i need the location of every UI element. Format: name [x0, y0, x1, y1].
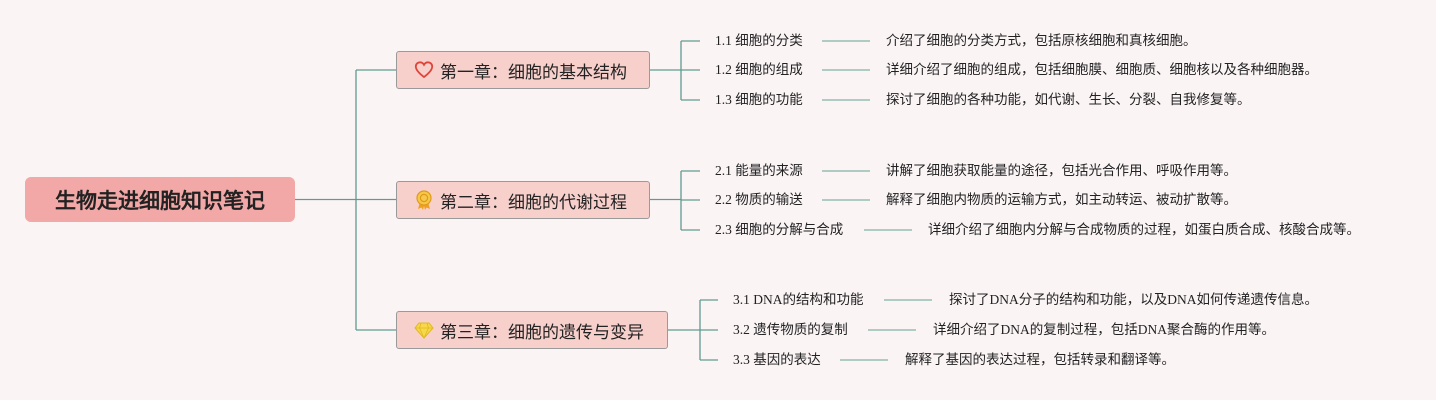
- chapter-title-1: 第一章：细胞的基本结构: [440, 62, 627, 83]
- section-desc-3-2: 详细介绍了DNA的复制过程，包括DNA聚合酶的作用等。: [933, 322, 1275, 337]
- section-desc-1-2: 详细介绍了细胞的组成，包括细胞膜、细胞质、细胞核以及各种细胞器。: [886, 62, 1318, 77]
- section-desc-3-1: 探讨了DNA分子的结构和功能，以及DNA如何传递遗传信息。: [949, 292, 1318, 307]
- section-title-2-3[interactable]: 2.3 细胞的分解与合成: [715, 222, 844, 237]
- section-title-2-2[interactable]: 2.2 物质的输送: [715, 192, 803, 207]
- connector-ch1-branches: [681, 40, 700, 101]
- section-desc-1-1: 介绍了细胞的分类方式，包括原核细胞和真核细胞。: [886, 33, 1197, 48]
- section-title-1-1[interactable]: 1.1 细胞的分类: [715, 33, 803, 48]
- section-title-3-3[interactable]: 3.3 基因的表达: [733, 352, 821, 367]
- medal-icon: [414, 190, 434, 210]
- section-desc-2-3: 详细介绍了细胞内分解与合成物质的过程，如蛋白质合成、核酸合成等。: [928, 222, 1360, 237]
- diamond-icon: [414, 320, 434, 340]
- section-desc-3-3: 解释了基因的表达过程，包括转录和翻译等。: [905, 352, 1175, 367]
- section-desc-2-2: 解释了细胞内物质的运输方式，如主动转运、被动扩散等。: [886, 192, 1237, 207]
- chapter-node-1[interactable]: 第一章：细胞的基本结构: [396, 51, 650, 89]
- section-desc-2-1: 讲解了细胞获取能量的途径，包括光合作用、呼吸作用等。: [886, 163, 1237, 178]
- section-title-1-3[interactable]: 1.3 细胞的功能: [715, 92, 803, 107]
- root-node[interactable]: 生物走进细胞知识笔记: [25, 177, 295, 222]
- section-title-2-1[interactable]: 2.1 能量的来源: [715, 163, 803, 178]
- heart-icon: [414, 60, 434, 80]
- section-title-3-1[interactable]: 3.1 DNA的结构和功能: [733, 292, 864, 307]
- connector-ch3-branches: [700, 299, 718, 361]
- chapter-node-3[interactable]: 第三章：细胞的遗传与变异: [396, 311, 668, 349]
- section-title-3-2[interactable]: 3.2 遗传物质的复制: [733, 322, 848, 337]
- section-title-1-2[interactable]: 1.2 细胞的组成: [715, 62, 803, 77]
- root-title: 生物走进细胞知识笔记: [55, 188, 265, 213]
- chapter-title-2: 第二章：细胞的代谢过程: [440, 192, 627, 213]
- connector-ch2-branches: [681, 170, 700, 231]
- section-desc-1-3: 探讨了细胞的各种功能，如代谢、生长、分裂、自我修复等。: [886, 92, 1251, 107]
- chapter-title-3: 第三章：细胞的遗传与变异: [440, 322, 644, 343]
- chapter-node-2[interactable]: 第二章：细胞的代谢过程: [396, 181, 650, 219]
